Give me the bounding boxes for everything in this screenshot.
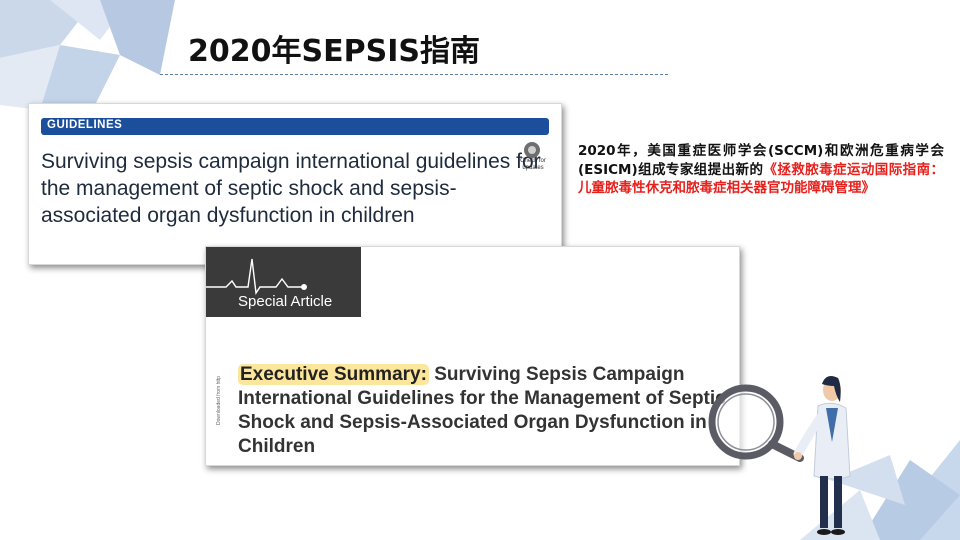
- badge-line-1: Check for: [520, 158, 546, 164]
- corner-decoration-top-left: [0, 0, 175, 110]
- article-title: Executive Summary: Surviving Sepsis Camp…: [238, 363, 733, 459]
- guideline-screenshot-card: GUIDELINES Surviving sepsis campaign int…: [28, 103, 562, 265]
- title-divider: [160, 74, 668, 75]
- executive-summary-highlight: Executive Summary:: [238, 364, 429, 385]
- section-bar: GUIDELINES: [41, 118, 549, 135]
- guideline-title: Surviving sepsis campaign international …: [41, 150, 541, 227]
- description-red: 《拯救脓毒症运动国际指南：儿童脓毒性休克和脓毒症相关器官功能障碍管理》: [578, 161, 945, 197]
- article-title-rest: Surviving Sepsis Campaign International …: [238, 364, 726, 457]
- slide-title: 2020年SEPSIS指南: [188, 34, 480, 69]
- special-article-label: Special Article: [238, 293, 333, 310]
- section-label: GUIDELINES: [47, 119, 123, 131]
- badge-line-2: updates: [522, 165, 544, 171]
- ecg-line-icon: [206, 258, 307, 295]
- magnifier-doctor-illustration: [708, 376, 851, 535]
- description-black: 2020年，美国重症医师学会(SCCM)和欧洲危重病学会(ESICM)组成专家组…: [578, 143, 944, 178]
- description-paragraph: 2020年，美国重症医师学会(SCCM)和欧洲危重病学会(ESICM)组成专家组…: [578, 142, 944, 198]
- special-article-card: Special Article Downloaded from http Exe…: [205, 246, 740, 466]
- download-side-text: Downloaded from http: [216, 376, 222, 425]
- special-article-tag: Special Article: [206, 247, 361, 317]
